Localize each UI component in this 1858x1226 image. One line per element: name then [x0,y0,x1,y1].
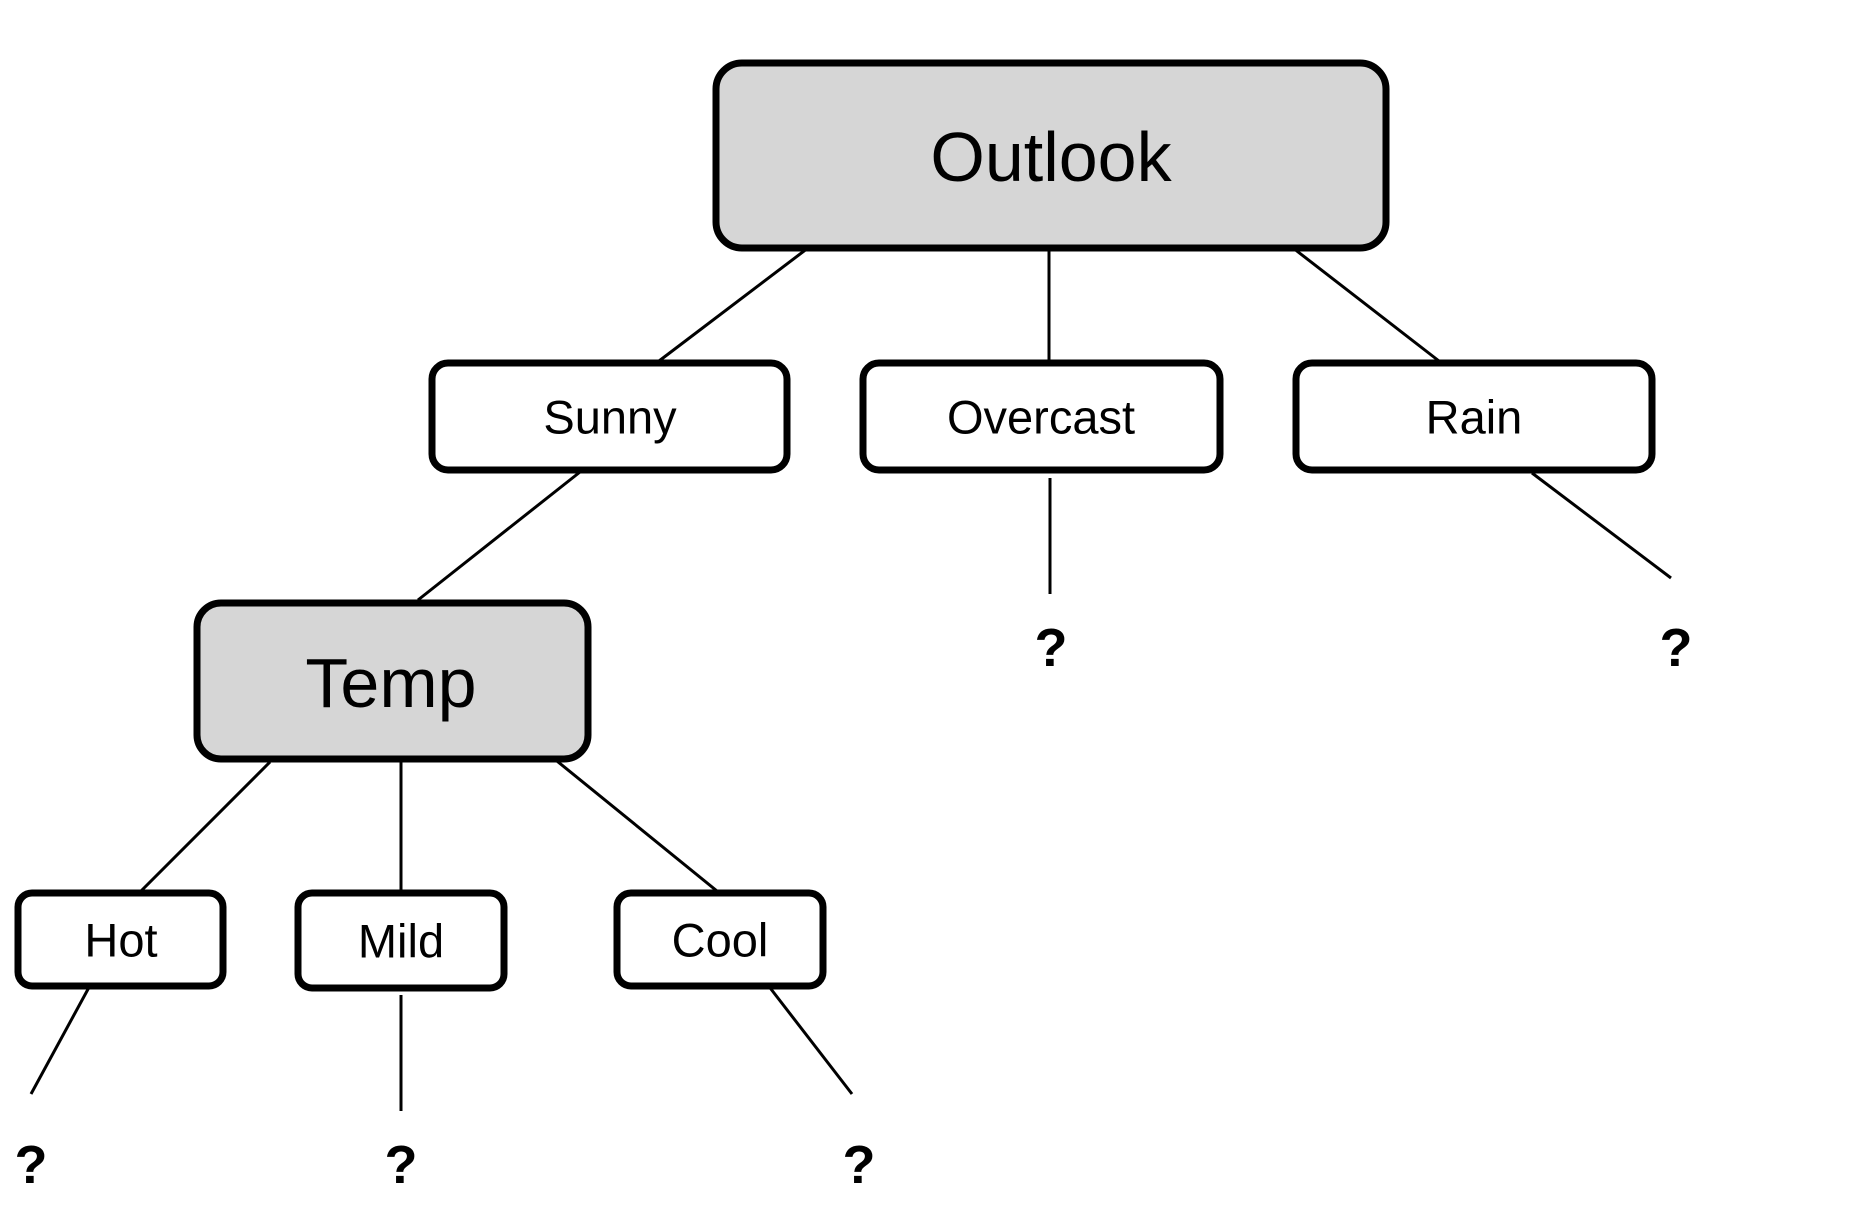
node-hot: Hot [14,889,227,990]
edge-hot-leaf [29,979,95,1095]
node-cool-box [613,889,827,990]
node-mild-label: Mild [358,915,444,968]
node-overcast-box [859,359,1224,474]
leaf-rain-question: ? [1660,618,1693,678]
node-cool: Cool [613,889,827,990]
node-temp-label: Temp [305,644,476,722]
node-hot-label: Hot [84,914,157,967]
edge-outlook-sunny [658,246,809,363]
node-outlook: Outlook [712,59,1390,252]
node-mild: Mild [294,889,508,992]
node-overcast: Overcast [859,359,1224,474]
node-outlook-label: Outlook [930,118,1172,196]
node-rain: Rain [1292,359,1656,474]
edge-outlook-rain [1292,246,1440,363]
edge-temp-hot [139,760,272,893]
edge-sunny-temp [417,470,581,602]
node-temp: Temp [193,599,592,763]
node-hot-box [14,889,227,990]
node-cool-label: Cool [672,914,769,967]
node-sunny-label: Sunny [543,391,677,444]
node-sunny-box [428,359,791,474]
node-mild-box [294,889,508,992]
node-temp-box [193,599,592,763]
node-overcast-label: Overcast [947,391,1135,444]
node-rain-label: Rain [1426,391,1523,444]
node-sunny: Sunny [428,359,791,474]
edge-temp-cool [551,755,718,893]
leaf-cool-question: ? [843,1135,876,1195]
leaf-hot-question: ? [15,1135,48,1195]
leaf-nodes: ? ? ? ? ? [15,618,1693,1195]
leaf-mild-question: ? [385,1135,418,1195]
edge-cool-leaf [762,979,854,1095]
edge-rain-leaf [1531,471,1672,580]
tree-edges [29,246,1672,1111]
node-outlook-box [712,59,1390,252]
leaf-overcast-question: ? [1035,618,1068,678]
node-rain-box [1292,359,1656,474]
